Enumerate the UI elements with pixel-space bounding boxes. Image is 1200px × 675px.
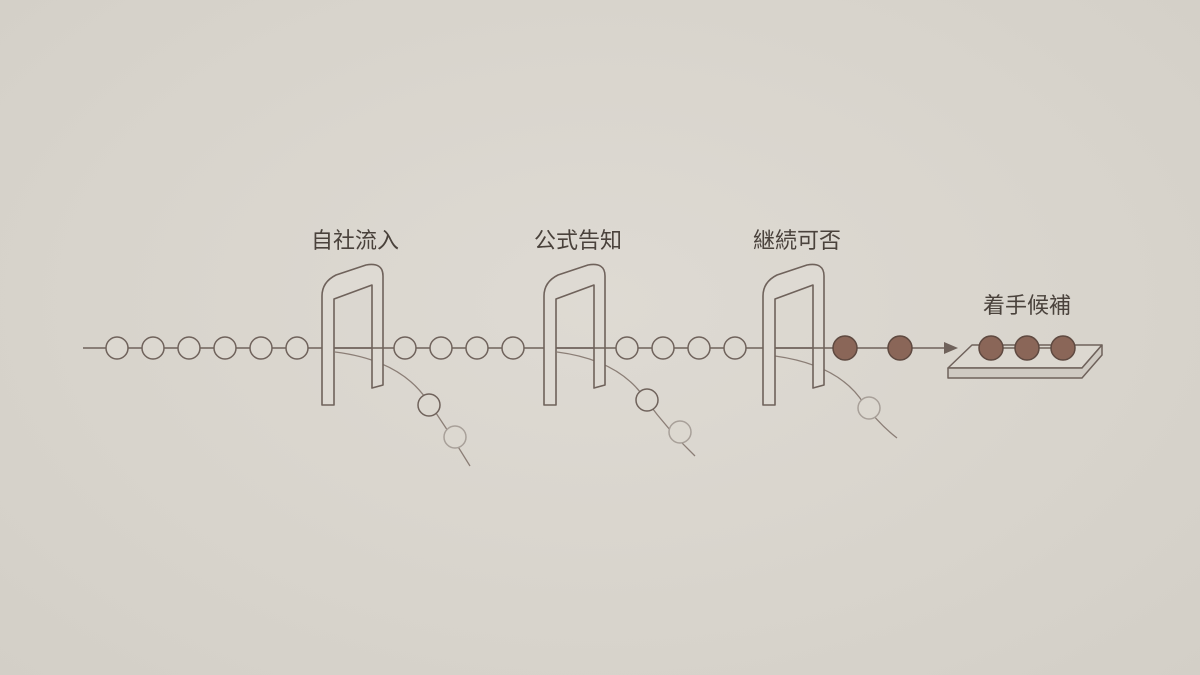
flow-node-open (105, 336, 129, 360)
flow-node-open (285, 336, 309, 360)
gate-3 (762, 263, 898, 439)
candidate-node (1014, 335, 1040, 361)
flow-arrowhead (944, 342, 958, 354)
gate-3-label: 継続可否 (753, 229, 841, 254)
rejected-node-faded (857, 396, 881, 420)
destination-tray (947, 335, 1103, 379)
gate-2 (543, 263, 696, 457)
flow-node-open (141, 336, 165, 360)
rejected-node-faded (668, 420, 692, 444)
flow-node-open (177, 336, 201, 360)
rejected-node (635, 388, 659, 412)
flow-node-open (213, 336, 237, 360)
gate-3-rejection-curve (774, 355, 898, 439)
flow-node-open (687, 336, 711, 360)
flow-node-open (723, 336, 747, 360)
flow-node-open (249, 336, 273, 360)
gate-2-frame (543, 263, 606, 406)
flow-node-filled (832, 335, 858, 361)
flow-node-open (615, 336, 639, 360)
candidate-node (978, 335, 1004, 361)
flow-node-open (465, 336, 489, 360)
flow-node-open (651, 336, 675, 360)
gate-3-frame (762, 263, 825, 406)
gate-1-rejection-curve (334, 351, 471, 467)
rejected-node (417, 393, 441, 417)
flow-node-open (429, 336, 453, 360)
gate-1 (321, 263, 471, 467)
flow-node-open (501, 336, 525, 360)
flow-node-filled (887, 335, 913, 361)
gate-1-frame (321, 263, 384, 406)
flow-node-open (393, 336, 417, 360)
tray-side (947, 344, 1103, 379)
gate-2-label: 公式告知 (534, 229, 622, 254)
destination-label: 着手候補 (983, 294, 1071, 319)
gate-1-label: 自社流入 (311, 229, 399, 254)
rejected-node-faded (443, 425, 467, 449)
candidate-node (1050, 335, 1076, 361)
